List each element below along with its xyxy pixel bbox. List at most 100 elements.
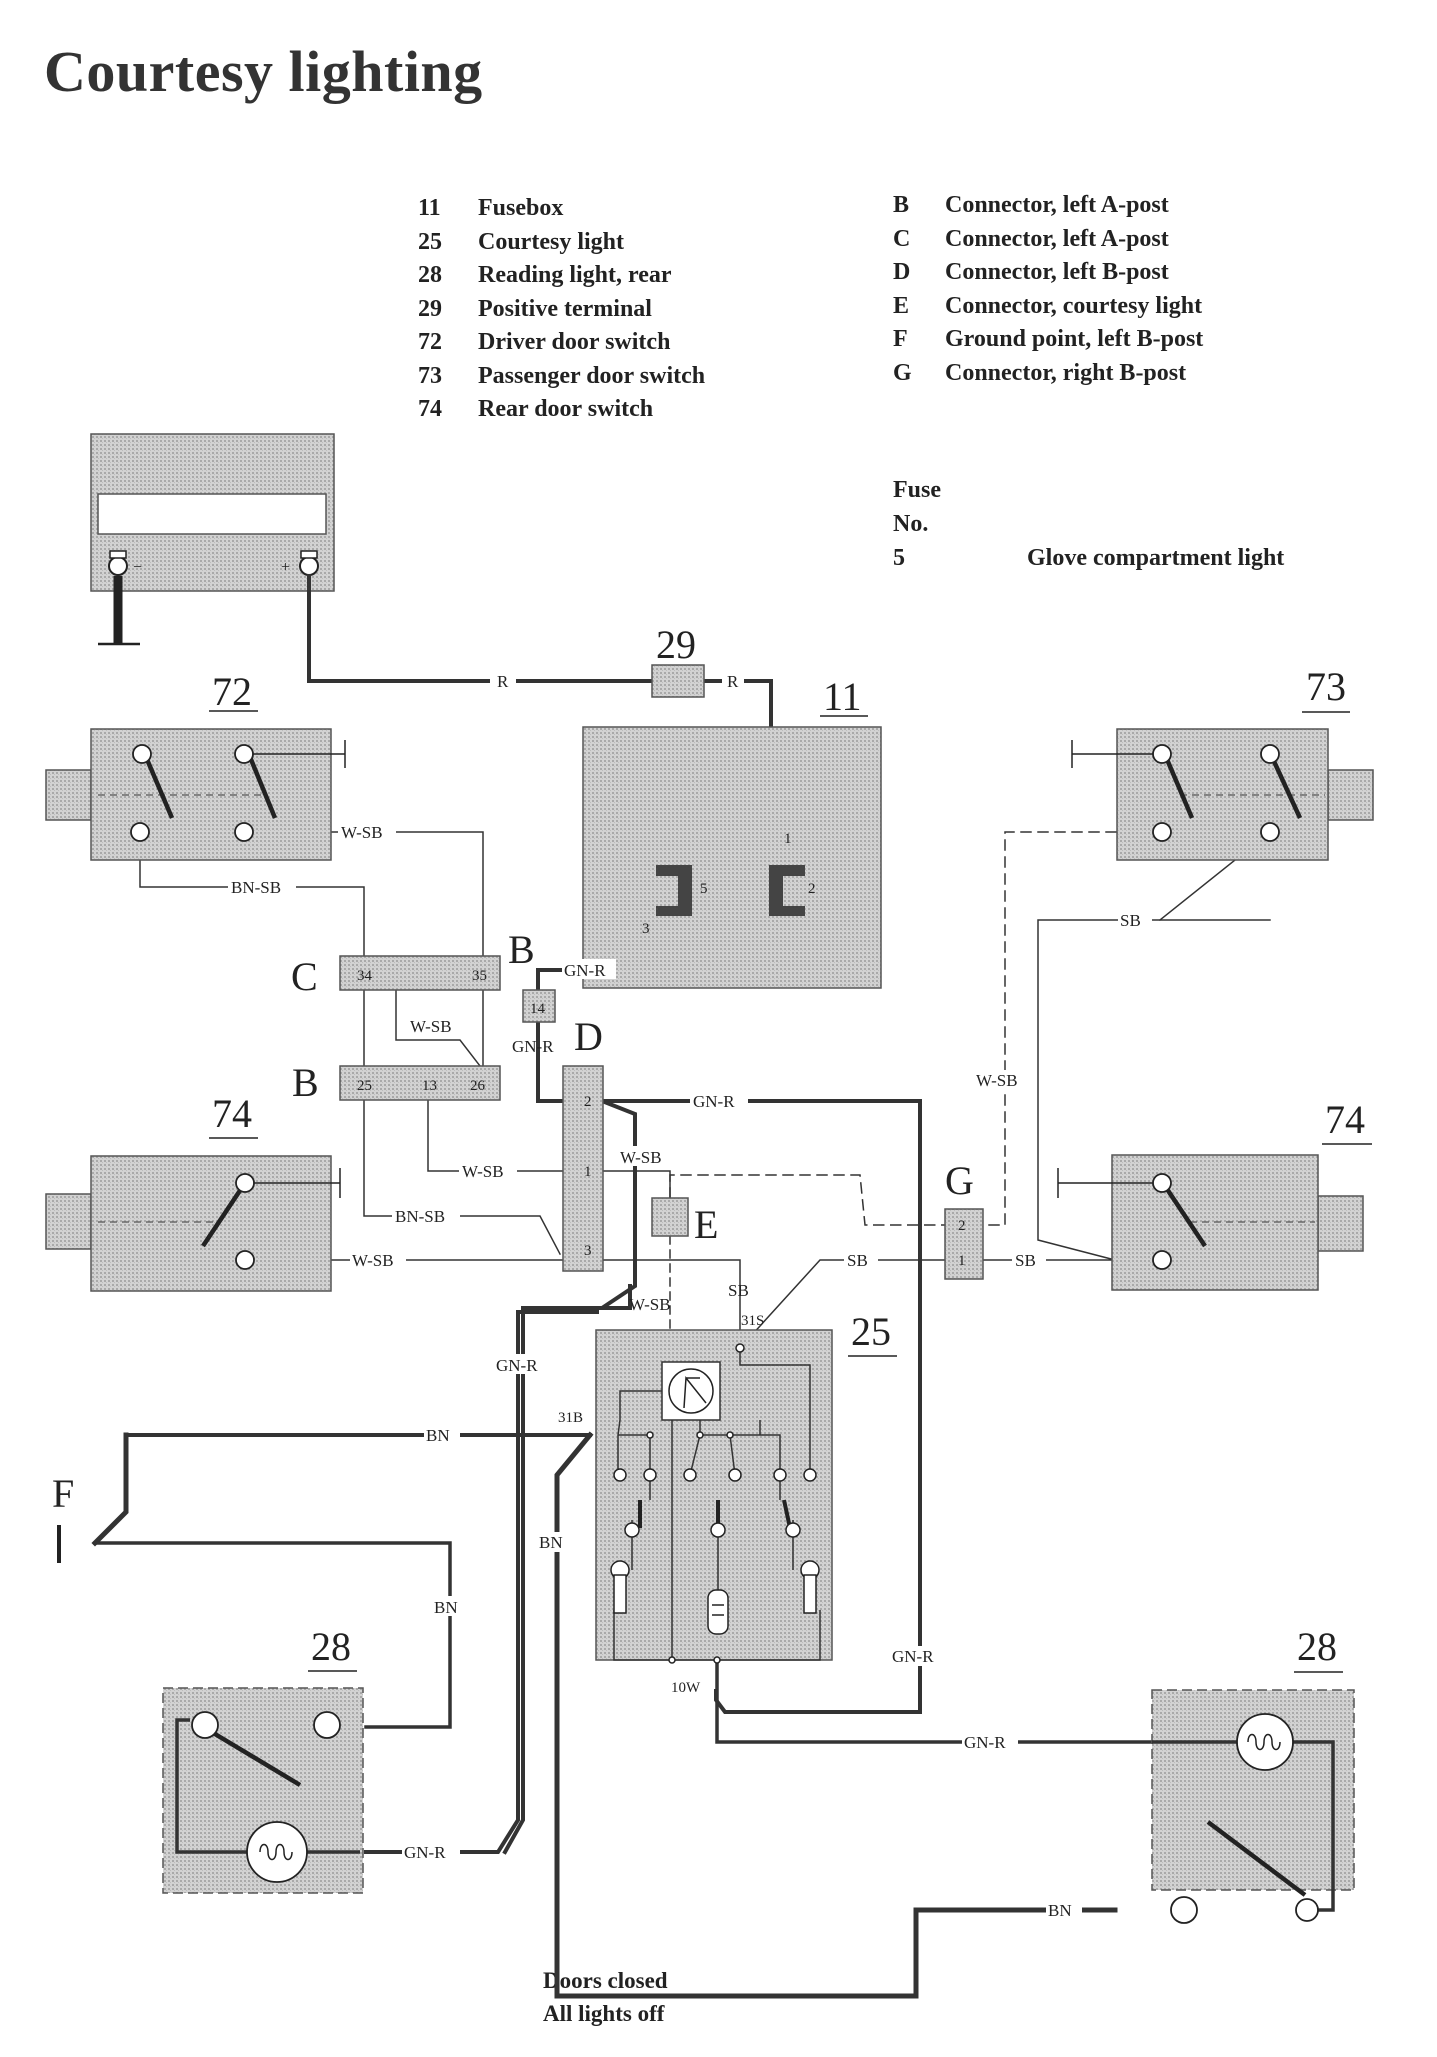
wire-gnr-left bbox=[364, 1284, 632, 1854]
legend-text: Connector, left B-post bbox=[945, 259, 1169, 286]
legend-code: 73 bbox=[418, 362, 442, 389]
connector-g-pin-2: 2 bbox=[958, 1218, 966, 1234]
fuse-icon bbox=[656, 865, 805, 916]
door-switch-icon bbox=[668, 1368, 714, 1414]
legend-code: E bbox=[893, 292, 910, 319]
legend-text: Positive terminal bbox=[478, 295, 652, 322]
wire-r-battery bbox=[307, 574, 654, 683]
wire-bn-25-down bbox=[554, 1431, 1118, 1999]
fuse-header-2: No. bbox=[893, 511, 929, 537]
connector-d-pin-3: 3 bbox=[584, 1243, 592, 1259]
ground-point-f-label: F bbox=[52, 1471, 74, 1516]
legend-item: F Ground point, left B-post bbox=[893, 323, 1203, 357]
component-11-fusebox: 11 5 1 2 3 bbox=[582, 674, 882, 989]
connector-d-label: D bbox=[574, 1014, 603, 1059]
component-11-label: 11 bbox=[823, 674, 862, 719]
wire-label: SB bbox=[1120, 911, 1141, 930]
legend-code: 25 bbox=[418, 228, 442, 255]
wire-label: R bbox=[497, 672, 509, 691]
wire-label: SB bbox=[847, 1251, 868, 1270]
connector-b-left-label: B bbox=[292, 1060, 319, 1105]
component-28-reading-light-right: 28 bbox=[1151, 1624, 1355, 1924]
bulb-icon bbox=[610, 1522, 820, 1635]
ground-point-f: F bbox=[52, 1471, 74, 1563]
wire-bn-f-25 bbox=[91, 1432, 129, 1547]
fuse-header-1: Fuse bbox=[893, 477, 941, 503]
wire-label: BN-SB bbox=[231, 878, 281, 897]
wires bbox=[91, 574, 1272, 1999]
wire-label: GN-R bbox=[404, 1843, 446, 1862]
component-72-driver-door-switch: 72 bbox=[45, 669, 346, 861]
wire-wsb-74 bbox=[244, 1259, 741, 1349]
legend-text: Ground point, left B-post bbox=[945, 326, 1204, 353]
legend-text: Reading light, rear bbox=[478, 262, 672, 289]
connector-g: G 2 1 bbox=[944, 1158, 984, 1280]
wire-bn-28l bbox=[93, 1541, 452, 1729]
wire-gnr-25-28r bbox=[715, 1658, 1154, 1744]
component-28-right-label: 28 bbox=[1297, 1624, 1337, 1669]
wire-label: BN-SB bbox=[395, 1207, 445, 1226]
connector-g-pin-1: 1 bbox=[958, 1253, 966, 1269]
battery-negative-terminal-icon bbox=[108, 550, 128, 576]
legend-text: Connector, right B-post bbox=[945, 359, 1187, 386]
wire-sb-g-74r bbox=[982, 919, 1271, 1261]
wire-label: GN-R bbox=[964, 1733, 1006, 1752]
fusebox-pin-3: 3 bbox=[642, 921, 650, 937]
fuse-text: Glove compartment light bbox=[1027, 545, 1285, 571]
legend-item: 73 Passenger door switch bbox=[418, 360, 705, 394]
battery: − + bbox=[90, 433, 335, 592]
legend-text: Connector, left A-post bbox=[945, 192, 1169, 219]
component-74-rear-door-switch-right: 74 bbox=[1057, 1097, 1372, 1291]
legend-text: Passenger door switch bbox=[478, 362, 706, 389]
connector-b-pin-13: 13 bbox=[422, 1078, 437, 1094]
battery-ground bbox=[98, 576, 140, 646]
connector-c-pin-34: 34 bbox=[357, 968, 373, 984]
battery-minus-label: − bbox=[133, 559, 142, 576]
wire-label: BN bbox=[1048, 1901, 1072, 1920]
wire-label: SB bbox=[1015, 1251, 1036, 1270]
connector-b-top: B 14 bbox=[508, 927, 556, 1023]
courtesy-light-10w-label: 10W bbox=[671, 1680, 701, 1696]
wire-label: W-SB bbox=[341, 823, 383, 842]
legend-item: 29 Positive terminal bbox=[418, 293, 705, 327]
legend-code: 72 bbox=[418, 329, 442, 356]
wire-wsb-c-b bbox=[395, 966, 482, 1068]
battery-plus-label: + bbox=[281, 559, 290, 576]
wire-label: W-SB bbox=[620, 1148, 662, 1167]
connector-e-label: E bbox=[694, 1202, 718, 1247]
wire-label: GN-R bbox=[693, 1092, 735, 1111]
legend-code: 29 bbox=[418, 295, 442, 322]
caption: Doors closed All lights off bbox=[543, 1964, 668, 2030]
wire-label: W-SB bbox=[462, 1162, 504, 1181]
legend-code: G bbox=[893, 359, 912, 386]
component-74-right-label: 74 bbox=[1325, 1097, 1365, 1142]
legend-text: Connector, left A-post bbox=[945, 225, 1169, 252]
wire-gnr-b14-d bbox=[536, 1020, 570, 1103]
legend-item: 25 Courtesy light bbox=[418, 226, 705, 260]
connector-b-pin-14: 14 bbox=[530, 1001, 546, 1017]
connector-b-pin-25: 25 bbox=[357, 1078, 372, 1094]
legend-code: F bbox=[893, 326, 908, 353]
connector-g-label: G bbox=[945, 1158, 974, 1203]
legend-text: Fusebox bbox=[478, 195, 564, 222]
switch-contacts bbox=[613, 1343, 817, 1664]
wire-label: W-SB bbox=[976, 1071, 1018, 1090]
lamp-icon bbox=[246, 1821, 308, 1883]
wire-wsb-73-g bbox=[982, 831, 1134, 1226]
lamp-icon bbox=[1236, 1713, 1294, 1771]
component-72-label: 72 bbox=[212, 669, 252, 714]
legend-code: D bbox=[893, 259, 911, 286]
wire-label: W-SB bbox=[629, 1295, 671, 1314]
caption-line-2: All lights off bbox=[543, 2001, 665, 2026]
legend-text: Courtesy light bbox=[478, 228, 624, 255]
fusebox-pin-2: 2 bbox=[808, 881, 816, 897]
courtesy-light-31s-label: 31S bbox=[741, 1313, 764, 1329]
